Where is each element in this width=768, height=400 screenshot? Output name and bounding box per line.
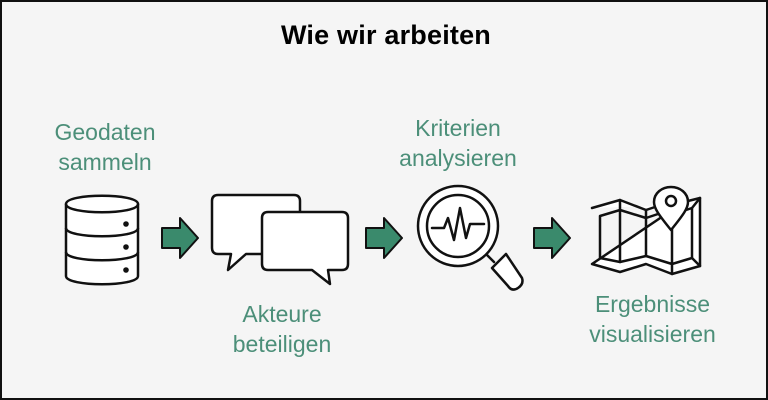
step-1-label: Geodaten sammeln	[30, 117, 180, 177]
database-icon	[64, 194, 140, 286]
step-4-label: Ergebnisse visualisieren	[570, 289, 735, 349]
arrow-3-icon	[533, 217, 571, 259]
diagram-title: Wie wir arbeiten	[280, 20, 491, 50]
step-3-label: Kriterien analysieren	[378, 113, 538, 173]
step-2-label-line1: Akteure	[242, 301, 322, 327]
step-3-label-line1: Kriterien	[415, 115, 501, 141]
step-2-label: Akteure beteiligen	[202, 299, 362, 359]
arrow-1-icon	[161, 217, 199, 259]
magnifier-pulse-icon	[416, 184, 524, 291]
chat-bubbles-icon	[210, 193, 350, 286]
map-pin-icon	[590, 185, 702, 276]
step-4-label-line1: Ergebnisse	[594, 291, 711, 317]
step-2-label-line2: beteiligen	[232, 331, 332, 357]
step-3-label-line2: analysieren	[399, 145, 517, 171]
arrow-2-icon	[365, 217, 403, 259]
step-4-label-line2: visualisieren	[589, 321, 716, 347]
step-1-label-line2: sammeln	[58, 149, 152, 175]
step-1-label-line1: Geodaten	[54, 119, 156, 145]
